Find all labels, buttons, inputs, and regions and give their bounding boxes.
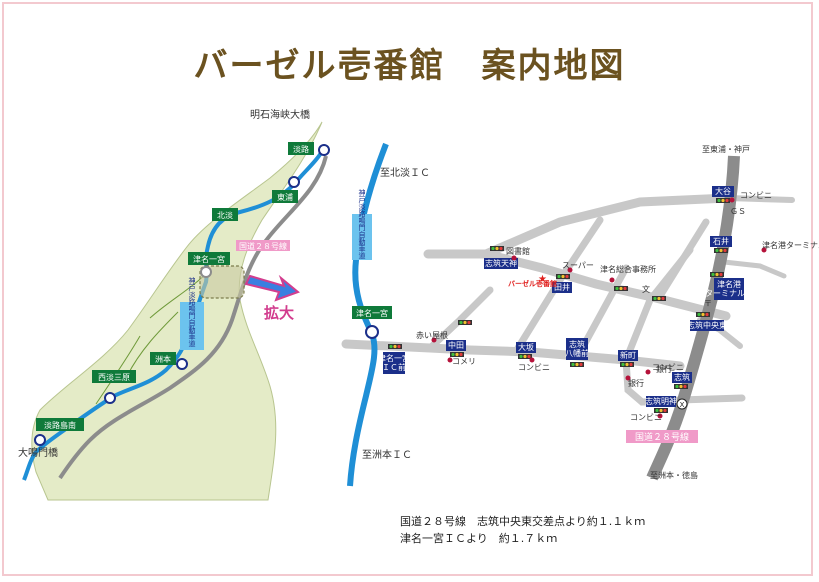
dir-north-ic: 至北淡ＩＣ <box>380 167 430 179</box>
directions-line: 津名一宮ＩＣより 約１.７ｋｍ <box>400 532 558 545</box>
svg-text:ＩＣ前: ＩＣ前 <box>382 362 406 372</box>
landmark-bank: 銀行 <box>656 364 672 374</box>
svg-text:志筑天神: 志筑天神 <box>485 258 517 268</box>
landmark-red-roof: 赤い屋根 <box>416 330 448 340</box>
route28-detail-label: 国道２８号線 <box>635 431 689 443</box>
svg-text:八幡前: 八幡前 <box>565 348 589 358</box>
intersection-sign: 大谷 <box>712 186 734 197</box>
svg-text:津名一宮: 津名一宮 <box>356 308 388 318</box>
landmark-office: 津名総合事務所 <box>600 264 656 274</box>
expressway-detail-label-box <box>352 214 372 260</box>
detail-map: 神戸淡路鳴門自動車道 津名一宮 至北淡ＩＣ 至洲本ＩＣ 至東浦・神戸 至洲本・徳… <box>341 142 819 487</box>
intersection-sign: 大坂 <box>516 342 536 353</box>
zoom-label: 拡大 <box>264 304 294 322</box>
route28-detail-label-box <box>626 430 698 443</box>
intersection-sign: 田井 <box>552 282 572 293</box>
ic-marker <box>176 358 188 370</box>
dir-south-ic: 至洲本ＩＣ <box>362 448 412 461</box>
ic-marker <box>318 144 330 156</box>
landmark-convenience: コンビニ <box>740 191 772 200</box>
ic-sign-tsuna-ichinomiya: 津名一宮 <box>188 252 230 265</box>
awaji-island <box>31 121 323 501</box>
ic-sign-sumoto: 洲本 <box>150 352 176 365</box>
directions-block: 国道２８号線 志筑中央東交差点より約１.１ｋｍ 津名一宮ＩＣより 約１.７ｋｍ <box>400 513 645 547</box>
svg-text:西淡三原: 西淡三原 <box>98 373 130 382</box>
landmark-komeri: コメリ <box>452 357 476 366</box>
ic-sign-awajishima-minami: 淡路島南 <box>36 418 84 431</box>
svg-text:志筑中央東: 志筑中央東 <box>687 320 727 330</box>
intersection-sign: 石井 <box>710 236 732 247</box>
landmark-convenience: コンビニ <box>518 363 550 372</box>
landmark-dots <box>431 197 767 419</box>
intersection-sign: 新町 <box>618 350 638 361</box>
svg-text:中田: 中田 <box>448 340 464 350</box>
intersection-sign: 中田 <box>446 340 466 351</box>
ic-sign-detail: 津名一宮 <box>352 306 392 319</box>
intersection-sign: 志筑明神 <box>645 396 677 407</box>
ic-marker <box>104 392 116 404</box>
svg-text:津名一宮: 津名一宮 <box>378 353 410 363</box>
svg-text:大坂: 大坂 <box>518 342 534 352</box>
svg-text:石井: 石井 <box>713 236 729 246</box>
svg-text:淡路: 淡路 <box>293 144 309 154</box>
police-box-icon <box>676 398 688 410</box>
dir-south: 至洲本・徳島 <box>650 470 698 480</box>
landmark-library: 図書館 <box>506 246 530 256</box>
post-office-symbol: 〒 <box>704 299 712 308</box>
expressway-detail-label: 神戸淡路鳴門自動車道 <box>358 188 366 260</box>
intersection-sign: 志筑 <box>672 372 692 383</box>
bridge-north-label: 明石海峡大橋 <box>250 108 310 121</box>
svg-text:志筑: 志筑 <box>569 339 585 349</box>
expressway-label-box <box>180 302 204 350</box>
ic-marker-detail <box>365 325 379 339</box>
svg-text:淡路島南: 淡路島南 <box>44 420 76 430</box>
bridge-south-label: 大鳴門橋 <box>18 446 58 459</box>
ic-marker <box>34 434 46 446</box>
directions-line: 国道２８号線 志筑中央東交差点より約１.１ｋｍ <box>400 515 646 528</box>
ic-sign-higashiura: 東浦 <box>272 190 298 203</box>
destination-star-icon: ★ <box>538 274 547 285</box>
dir-east: 至東浦・神戸 <box>702 144 750 154</box>
svg-text:津名港: 津名港 <box>717 279 741 289</box>
svg-text:志筑: 志筑 <box>674 372 690 382</box>
landmark-convenience: コンビニ <box>652 363 684 372</box>
school-symbol: 文 <box>642 284 650 294</box>
ic-marker <box>288 176 300 188</box>
zoom-arrow <box>244 274 300 302</box>
svg-text:ターミナル西: ターミナル西 <box>705 289 753 298</box>
route28-label: 国道２８号線 <box>239 241 287 251</box>
ic-sign-seidan-mihara: 西淡三原 <box>92 370 136 383</box>
svg-text:新町: 新町 <box>620 350 636 360</box>
landmark-supermarket: スーパー <box>562 261 594 270</box>
svg-text:大谷: 大谷 <box>715 186 731 196</box>
police-box-mark: X <box>680 401 685 409</box>
svg-text:北淡: 北淡 <box>217 211 233 220</box>
intersection-sign: 津名港 ターミナル西 <box>705 278 753 300</box>
route28-line <box>58 155 328 480</box>
svg-text:田井: 田井 <box>554 282 570 292</box>
ic-sign-awaji: 淡路 <box>288 142 314 155</box>
ic-sign-hokudan: 北淡 <box>212 208 238 221</box>
traffic-lights <box>388 198 730 413</box>
ic-marker <box>200 266 212 278</box>
intersection-sign: 志筑天神 <box>484 258 518 269</box>
page-title: バーゼル壱番館 案内地図 <box>193 46 626 86</box>
overview-map: 淡路 東浦 北淡 津名一宮 洲本 西淡三原 淡路島南 神戸淡路鳴門自動車道 <box>18 108 330 501</box>
landmark-gas-station: ＧＳ <box>730 207 746 216</box>
svg-text:志筑明神: 志筑明神 <box>645 396 677 406</box>
expressway-label: 神戸淡路鳴門自動車道 <box>188 276 196 348</box>
svg-text:津名一宮: 津名一宮 <box>193 254 225 264</box>
landmark-convenience: コンビニ <box>630 413 662 422</box>
intersection-sign: 志筑中央東 <box>687 320 727 331</box>
svg-text:洲本: 洲本 <box>155 354 171 364</box>
intersection-sign: 津名一宮 ＩＣ前 <box>378 352 410 374</box>
landmark-bank: 銀行 <box>628 378 644 388</box>
svg-text:東浦: 東浦 <box>277 192 293 202</box>
route28-label-box <box>236 240 290 251</box>
intersection-sign: 志筑 八幡前 <box>565 338 589 360</box>
destination-label: バーゼル壱番館 <box>508 279 557 288</box>
